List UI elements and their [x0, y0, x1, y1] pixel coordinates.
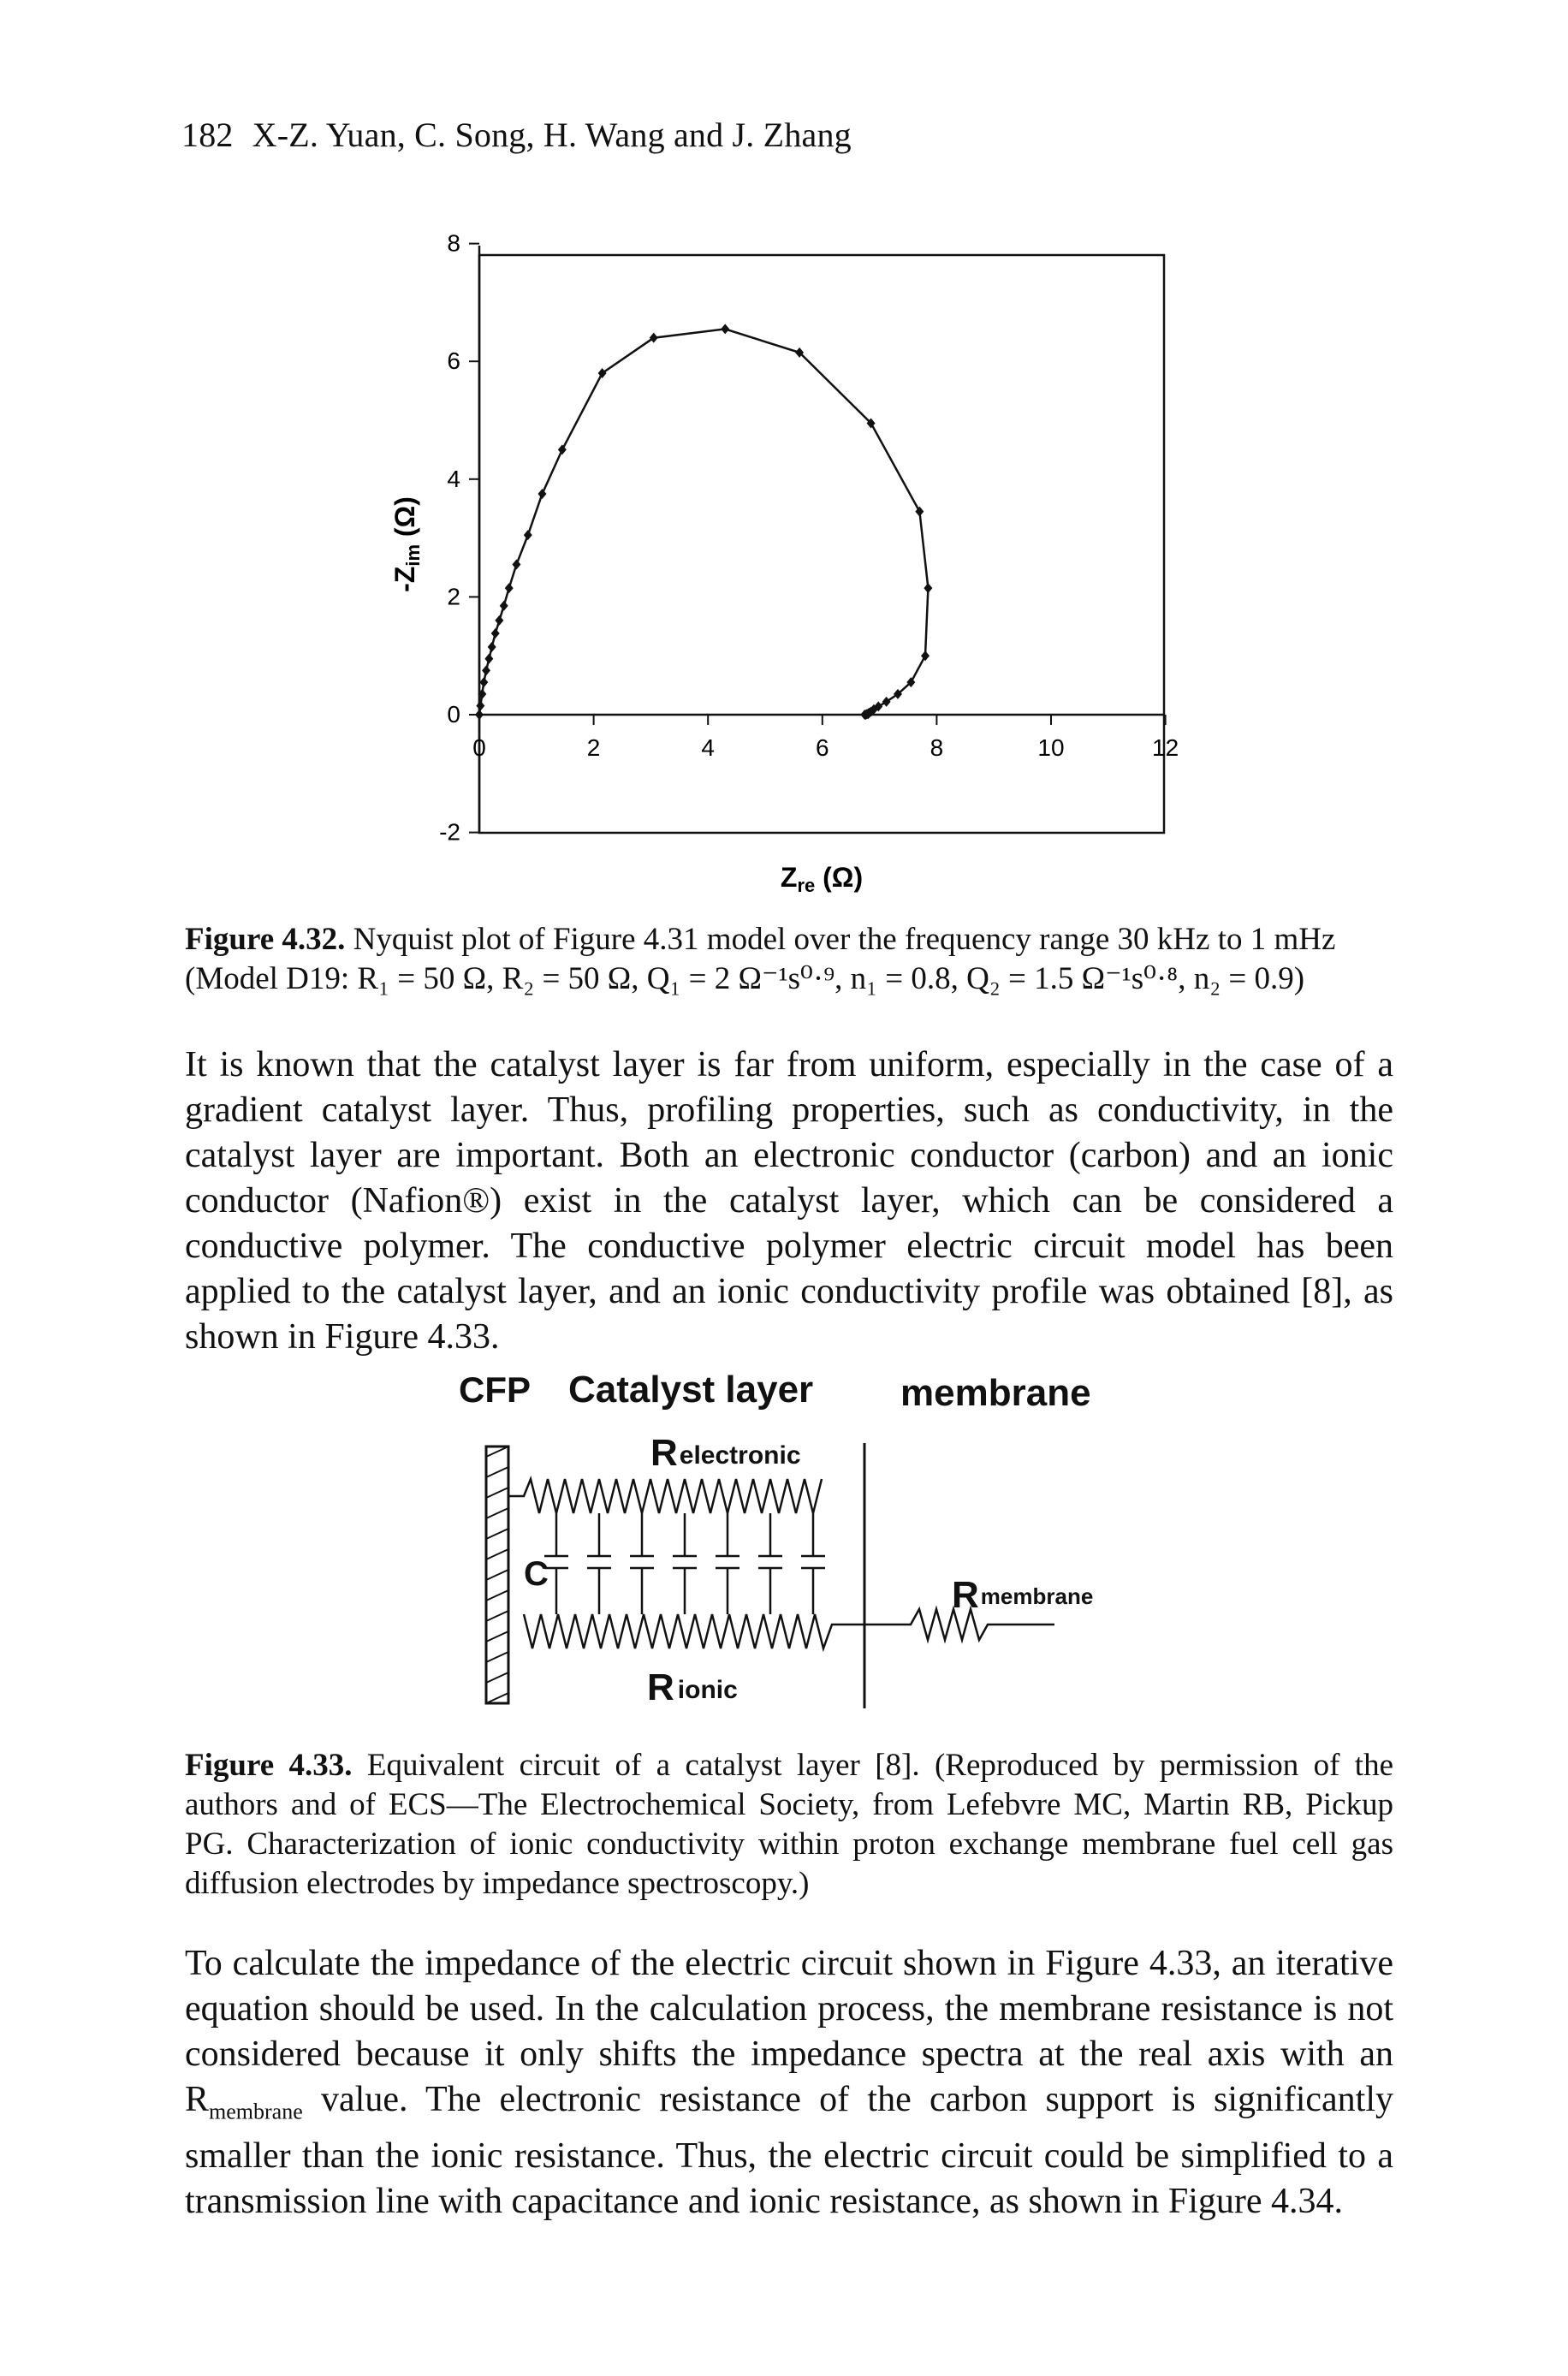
data-point	[893, 688, 902, 699]
series-line	[478, 328, 930, 716]
data-point	[490, 628, 500, 639]
data-point	[504, 583, 514, 594]
data-point	[523, 530, 532, 541]
data-point	[649, 332, 658, 343]
x-tick-label: 6	[816, 734, 829, 761]
cfp-electrode-block	[484, 1445, 510, 1705]
x-tick-label: 8	[930, 734, 944, 761]
page-number: 182	[181, 116, 234, 154]
data-point	[866, 418, 876, 429]
r-membrane-subscript: membrane	[209, 2099, 303, 2124]
data-point	[487, 641, 496, 652]
paragraph-catalyst-layer: It is known that the catalyst layer is f…	[185, 1042, 1393, 1360]
data-point	[921, 650, 930, 662]
data-point	[499, 600, 508, 611]
data-point	[721, 324, 730, 335]
data-point	[906, 677, 916, 688]
data-point	[495, 615, 504, 626]
r-ionic-resistor-chain	[522, 1613, 864, 1653]
data-point	[860, 710, 870, 720]
y-axis-title: -Zim (Ω)	[389, 496, 424, 592]
figure-4-32-label: Figure 4.32.	[185, 922, 346, 957]
figure-4-33-label: Figure 4.33.	[185, 1748, 353, 1783]
data-point	[475, 710, 484, 720]
data-point	[538, 489, 547, 499]
r-membrane-symbol: R	[185, 2080, 210, 2119]
r-electronic-resistor-chain	[508, 1475, 823, 1514]
y-tick-label: 2	[447, 583, 460, 609]
data-point	[557, 444, 567, 455]
capacitor-rungs	[544, 1513, 825, 1614]
figure-4-32-caption-line1: Nyquist plot of Figure 4.31 model over t…	[353, 922, 1336, 957]
paragraph-2-part2: value. The electronic resistance of the …	[185, 2080, 1393, 2222]
x-tick-label: 12	[1152, 734, 1179, 761]
data-point	[478, 688, 487, 699]
figure-4-32-caption-line2: (Model D19: R₁ = 50 Ω, R₂ = 50 Ω, Q₁ = 2…	[185, 961, 1305, 996]
x-tick-label: 4	[701, 734, 715, 761]
paragraph-2: To calculate the impedance of the electr…	[185, 1941, 1393, 2225]
data-point	[479, 677, 489, 688]
data-point	[874, 701, 883, 712]
x-axis-title: Zre (Ω)	[781, 862, 863, 896]
data-point	[882, 696, 891, 707]
data-point	[512, 559, 521, 570]
nyquist-chart: -2 0 2 4 6 8 0 2 4 6 8 10 12 -Zim (Ω) Zre (Ω)	[389, 230, 1179, 896]
y-tick-label: 6	[447, 347, 460, 374]
data-point	[484, 653, 494, 664]
paragraph-impedance-calculation: To calculate the impedance of the electr…	[185, 1941, 1393, 2225]
data-point	[482, 665, 491, 676]
data-point	[476, 700, 485, 711]
label-capacitor: C	[524, 1555, 549, 1593]
figure-4-33-caption: Figure 4.33. Equivalent circuit of a cat…	[185, 1746, 1393, 1904]
page-header: 182 X-Z. Yuan, C. Song, H. Wang and J. Zh…	[181, 115, 870, 155]
running-authors: X-Z. Yuan, C. Song, H. Wang and J. Zhang	[252, 116, 852, 154]
y-tick-label: 8	[447, 230, 460, 257]
y-tick-label: -2	[439, 819, 460, 846]
r-membrane-resistor	[864, 1605, 1054, 1644]
label-r-electronic: Relectronic	[650, 1432, 801, 1474]
data-point	[915, 506, 924, 517]
paragraph-2-part1: To calculate the impedance of the electr…	[185, 1944, 1393, 2074]
label-cfp: CFP	[459, 1369, 531, 1410]
data-point	[597, 367, 607, 378]
figure-4-33-caption-text: Equivalent circuit of a catalyst layer […	[185, 1748, 1394, 1901]
y-tick-label: 0	[447, 701, 460, 728]
label-catalyst-layer: Catalyst layer	[568, 1369, 813, 1411]
label-r-membrane: Rmembrane	[952, 1574, 1093, 1616]
x-tick-label: 10	[1037, 734, 1064, 761]
paragraph-1-text: It is known that the catalyst layer is f…	[185, 1045, 1393, 1357]
data-point	[795, 347, 805, 358]
data-point	[924, 583, 933, 594]
y-tick-label: 4	[447, 466, 460, 492]
x-tick-label: 2	[587, 734, 601, 761]
label-membrane: membrane	[900, 1372, 1091, 1414]
figure-4-32-caption: Figure 4.32. Nyquist plot of Figure 4.31…	[185, 920, 1393, 999]
x-tick-label: 0	[472, 734, 486, 761]
equivalent-circuit-diagram: CFP Catalyst layer membrane Relectronic …	[459, 1369, 1093, 1708]
